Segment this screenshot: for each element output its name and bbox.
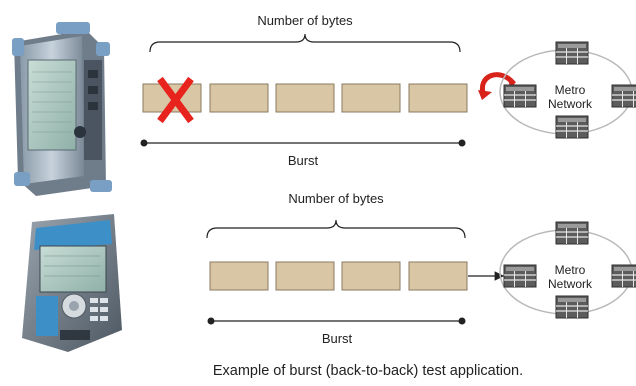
bottom-burst-end [459,318,466,325]
bottom-packet [409,262,467,290]
bottom-bytes-label: Number of bytes [288,191,384,206]
top-bytes-brace [150,34,460,52]
top-burst-label: Burst [288,153,319,168]
rackmount-tester-icon [12,22,112,196]
handheld-tester-icon [22,214,122,352]
network-switch-icon [556,42,588,64]
network-switch-icon [504,85,536,107]
network-switch-icon [504,265,536,287]
top-bytes-label: Number of bytes [257,13,353,28]
network-switch-icon [612,265,636,287]
top-network-label-line1: Metro [555,83,586,97]
bottom-burst-label: Burst [322,331,353,346]
network-switch-icon [612,85,636,107]
top-burst-diagram: Number of bytes Burst Metro Network [141,13,636,168]
figure-caption: Example of burst (back-to-back) test app… [213,363,523,379]
top-packet [409,84,467,112]
top-packet [342,84,400,112]
top-burst-start [141,140,148,147]
top-network-label-line2: Network [548,97,593,111]
network-switch-icon [556,222,588,244]
bottom-burst-diagram: Number of bytes Burst Metro Network [207,191,636,346]
bottom-network-label-line1: Metro [555,263,586,277]
network-switch-icon [556,116,588,138]
top-burst-end [459,140,466,147]
network-switch-icon [556,296,588,318]
top-packet [210,84,268,112]
bottom-network-label-line2: Network [548,277,593,291]
bottom-packet [276,262,334,290]
bottom-bytes-brace [207,220,465,238]
bottom-packet [210,262,268,290]
bottom-burst-start [208,318,215,325]
bottom-packet [342,262,400,290]
top-packet [276,84,334,112]
